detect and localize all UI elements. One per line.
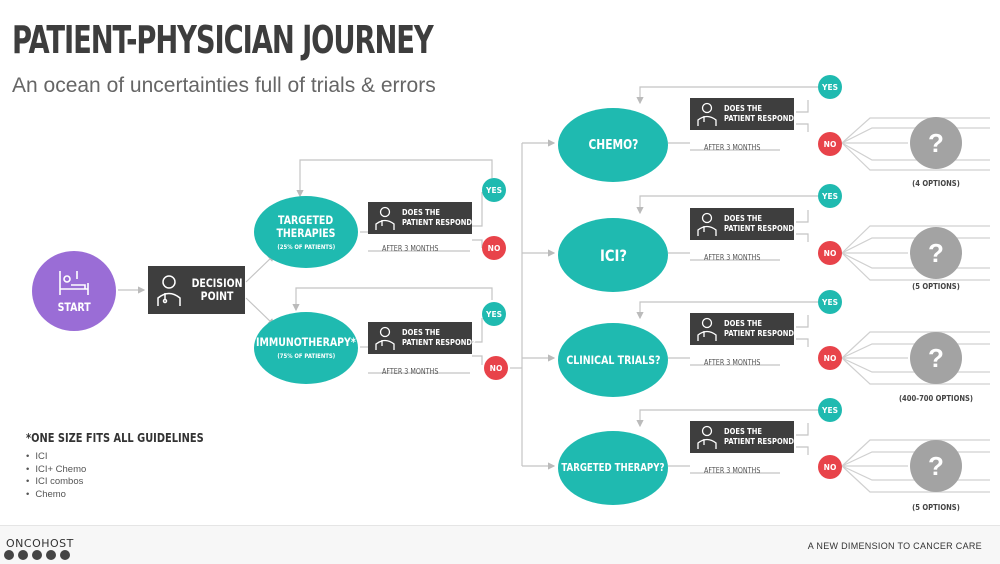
ici-label: ICI? bbox=[599, 245, 627, 265]
doctor-icon bbox=[697, 212, 717, 236]
unknown-outcome-icon: ? bbox=[910, 332, 962, 384]
start-label: START bbox=[57, 299, 91, 314]
no-badge: NO bbox=[818, 241, 842, 265]
page-title: PATIENT-PHYSICIAN JOURNEY bbox=[12, 18, 434, 62]
respond-line2: PATIENT RESPOND? bbox=[402, 218, 476, 227]
respond-line1: DOES THE bbox=[724, 104, 763, 113]
chemo-label: CHEMO? bbox=[588, 137, 638, 153]
immunotherapy-label: IMMUNOTHERAPY* bbox=[256, 335, 356, 349]
respond-line1: DOES THE bbox=[724, 427, 763, 436]
respond-line2: PATIENT RESPOND? bbox=[724, 329, 798, 338]
clinical-trials-node: CLINICAL TRIALS? bbox=[558, 323, 668, 397]
after-3-months-label: AFTER 3 MONTHS bbox=[382, 367, 439, 376]
options-count: (400-700 OPTIONS) bbox=[898, 394, 974, 403]
oncohost-logo: ONCOHOST bbox=[6, 537, 74, 550]
yes-badge: YES bbox=[818, 75, 842, 99]
targeted-therapies-share: (25% OF PATIENTS) bbox=[277, 242, 335, 251]
targeted-therapies-node: TARGETED THERAPIES (25% OF PATIENTS) bbox=[254, 196, 358, 268]
options-count: (4 OPTIONS) bbox=[912, 179, 960, 188]
footer-tagline: A NEW DIMENSION TO CANCER CARE bbox=[807, 541, 982, 551]
unknown-outcome-icon: ? bbox=[910, 440, 962, 492]
after-3-months-label: AFTER 3 MONTHS bbox=[704, 143, 761, 152]
no-badge: NO bbox=[484, 356, 508, 380]
decision-point-box: DECISION POINT bbox=[148, 266, 245, 314]
doctor-icon bbox=[697, 317, 717, 341]
doctor-icon bbox=[375, 206, 395, 230]
unknown-outcome-icon: ? bbox=[910, 117, 962, 169]
no-badge: NO bbox=[818, 455, 842, 479]
targeted-therapy-node: TARGETED THERAPY? bbox=[558, 431, 668, 505]
player-control-icon[interactable] bbox=[60, 550, 70, 560]
immunotherapy-node: IMMUNOTHERAPY* (75% OF PATIENTS) bbox=[254, 312, 358, 384]
doctor-icon bbox=[697, 425, 717, 449]
respond-line2: PATIENT RESPOND? bbox=[724, 437, 798, 446]
doctor-icon bbox=[697, 102, 717, 126]
respond-line1: DOES THE bbox=[402, 208, 441, 217]
respond-line1: DOES THE bbox=[402, 328, 441, 337]
chemo-node: CHEMO? bbox=[558, 108, 668, 182]
guideline-item: ICI bbox=[26, 451, 86, 464]
yes-badge: YES bbox=[482, 178, 506, 202]
player-control-icon[interactable] bbox=[32, 550, 42, 560]
yes-badge: YES bbox=[818, 184, 842, 208]
decision-line2: POINT bbox=[200, 289, 234, 303]
options-count: (5 OPTIONS) bbox=[912, 282, 960, 291]
options-count: (5 OPTIONS) bbox=[912, 503, 960, 512]
patient-bed-icon bbox=[59, 270, 89, 295]
guidelines-heading: *ONE SIZE FITS ALL GUIDELINES bbox=[26, 431, 204, 445]
targeted-therapies-line1: TARGETED bbox=[278, 212, 334, 227]
ici-node: ICI? bbox=[558, 218, 668, 292]
no-badge: NO bbox=[818, 132, 842, 156]
unknown-outcome-icon: ? bbox=[910, 227, 962, 279]
no-badge: NO bbox=[482, 236, 506, 260]
player-control-icon[interactable] bbox=[4, 550, 14, 560]
immunotherapy-share: (75% OF PATIENTS) bbox=[277, 352, 335, 360]
respond-line1: DOES THE bbox=[724, 214, 763, 223]
targeted-therapies-line2: THERAPIES bbox=[276, 225, 336, 240]
clinical-trials-label: CLINICAL TRIALS? bbox=[565, 352, 661, 367]
decision-line1: DECISION bbox=[191, 276, 243, 290]
respond-line2: PATIENT RESPOND? bbox=[402, 338, 476, 347]
after-3-months-label: AFTER 3 MONTHS bbox=[704, 466, 761, 475]
after-3-months-label: AFTER 3 MONTHS bbox=[382, 244, 439, 253]
respond-line2: PATIENT RESPOND? bbox=[724, 224, 798, 233]
yes-badge: YES bbox=[818, 290, 842, 314]
yes-badge: YES bbox=[818, 398, 842, 422]
footer-bar bbox=[0, 525, 1000, 564]
yes-badge: YES bbox=[482, 302, 506, 326]
guideline-item: ICI combos bbox=[26, 476, 86, 489]
respond-line2: PATIENT RESPOND? bbox=[724, 114, 798, 123]
guideline-item: ICI+ Chemo bbox=[26, 464, 86, 477]
page-subtitle: An ocean of uncertainties full of trials… bbox=[12, 74, 436, 97]
player-control-icon[interactable] bbox=[46, 550, 56, 560]
guidelines-list: ICI ICI+ Chemo ICI combos Chemo bbox=[26, 451, 86, 501]
doctor-icon bbox=[157, 275, 181, 306]
no-badge: NO bbox=[818, 346, 842, 370]
targeted-therapy-label: TARGETED THERAPY? bbox=[561, 461, 665, 474]
start-node: START bbox=[32, 251, 116, 331]
respond-line1: DOES THE bbox=[724, 319, 763, 328]
after-3-months-label: AFTER 3 MONTHS bbox=[704, 358, 761, 367]
player-control-icon[interactable] bbox=[18, 550, 28, 560]
doctor-icon bbox=[375, 326, 395, 350]
guideline-item: Chemo bbox=[26, 489, 86, 502]
after-3-months-label: AFTER 3 MONTHS bbox=[704, 253, 761, 262]
